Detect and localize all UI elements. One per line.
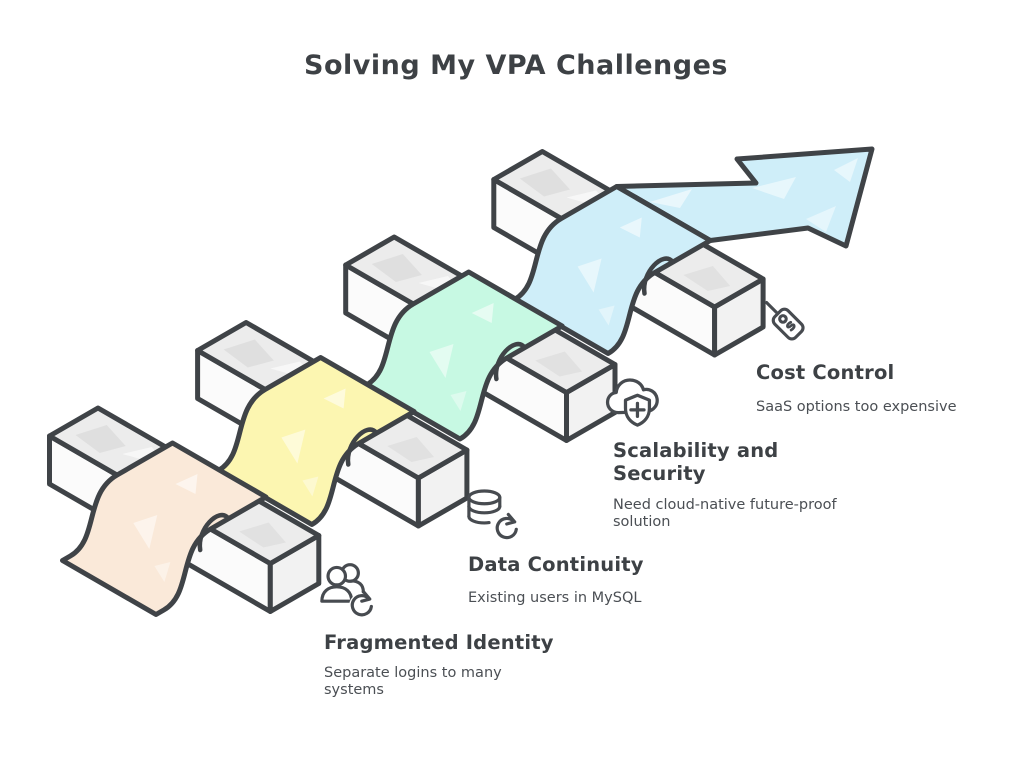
stage-sublabel: Separate logins to many systems bbox=[324, 665, 502, 699]
users-sync-icon bbox=[320, 563, 375, 619]
price-tag-icon bbox=[765, 301, 805, 341]
stage-sublabel: SaaS options too expensive bbox=[756, 399, 957, 415]
ribbon-segment-fragmented-identity bbox=[60, 440, 269, 617]
stage-sublabel: Need cloud-native future-proof solution bbox=[613, 497, 837, 531]
cloud-shield-plus-icon bbox=[605, 378, 659, 427]
ribbon-segment-cost-control bbox=[512, 184, 713, 356]
ribbon-segment-data-continuity bbox=[215, 355, 417, 527]
stage-label: Fragmented Identity bbox=[324, 631, 554, 654]
stage-label: Scalability and Security bbox=[613, 439, 779, 486]
stage-sublabel: Existing users in MySQL bbox=[468, 590, 642, 606]
ribbon-segment-scalability-security bbox=[364, 269, 565, 442]
stage-label: Cost Control bbox=[756, 361, 895, 384]
stage-label: Data Continuity bbox=[468, 553, 644, 576]
database-sync-icon bbox=[467, 489, 521, 543]
page-title: Solving My VPA Challenges bbox=[304, 50, 728, 81]
